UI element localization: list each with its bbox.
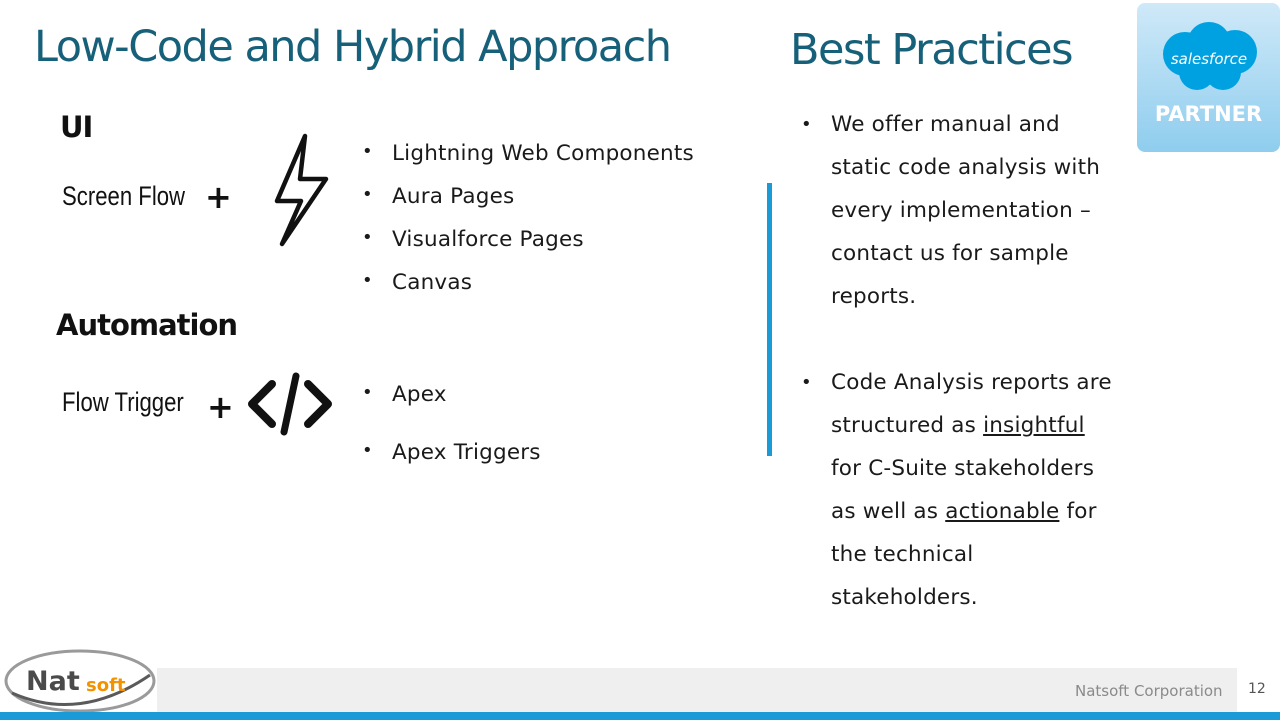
automation-heading: Automation [56, 308, 238, 342]
list-item: Aura Pages [362, 184, 694, 227]
plus-sign: + [207, 388, 234, 426]
best-practices-list: We offer manual and static code analysis… [789, 103, 1119, 619]
bottom-accent-strip [0, 712, 1280, 720]
list-item: Visualforce Pages [362, 227, 694, 270]
best-practice-bullet-2: Code Analysis reports are structured as … [789, 361, 1119, 619]
list-item: Apex [362, 382, 541, 440]
divider-line [767, 183, 772, 456]
screen-flow-label: Screen Flow [62, 181, 186, 211]
salesforce-cloud-logo: salesforce [1163, 22, 1257, 90]
ui-heading: UI [60, 110, 93, 144]
automation-list: Apex Apex Triggers [362, 382, 541, 480]
salesforce-text: salesforce [1171, 50, 1247, 68]
code-brackets-icon [248, 372, 332, 436]
footer-bar [157, 668, 1237, 713]
best-practice-bullet-1: We offer manual and static code analysis… [789, 103, 1119, 318]
ui-component-list: Lightning Web Components Aura Pages Visu… [362, 141, 694, 313]
natsoft-logo-nat: Nat [26, 666, 80, 697]
underlined-actionable: actionable [945, 499, 1060, 524]
natsoft-logo: Nat soft [4, 649, 156, 713]
salesforce-partner-badge: salesforce PARTNER [1137, 3, 1280, 152]
page-number: 12 [1248, 681, 1266, 697]
lightning-bolt-icon [274, 133, 329, 247]
partner-label: PARTNER [1154, 102, 1263, 126]
flow-trigger-label: Flow Trigger [62, 387, 184, 417]
list-item: Lightning Web Components [362, 141, 694, 184]
natsoft-logo-soft: soft [86, 675, 126, 696]
list-item: Apex Triggers [362, 440, 541, 480]
list-item: Canvas [362, 270, 694, 313]
underlined-insightful: insightful [983, 413, 1085, 438]
best-practices-title: Best Practices [790, 25, 1074, 75]
company-name: Natsoft Corporation [1075, 682, 1223, 700]
plus-sign: + [205, 178, 232, 216]
slide-title: Low-Code and Hybrid Approach [34, 22, 672, 72]
